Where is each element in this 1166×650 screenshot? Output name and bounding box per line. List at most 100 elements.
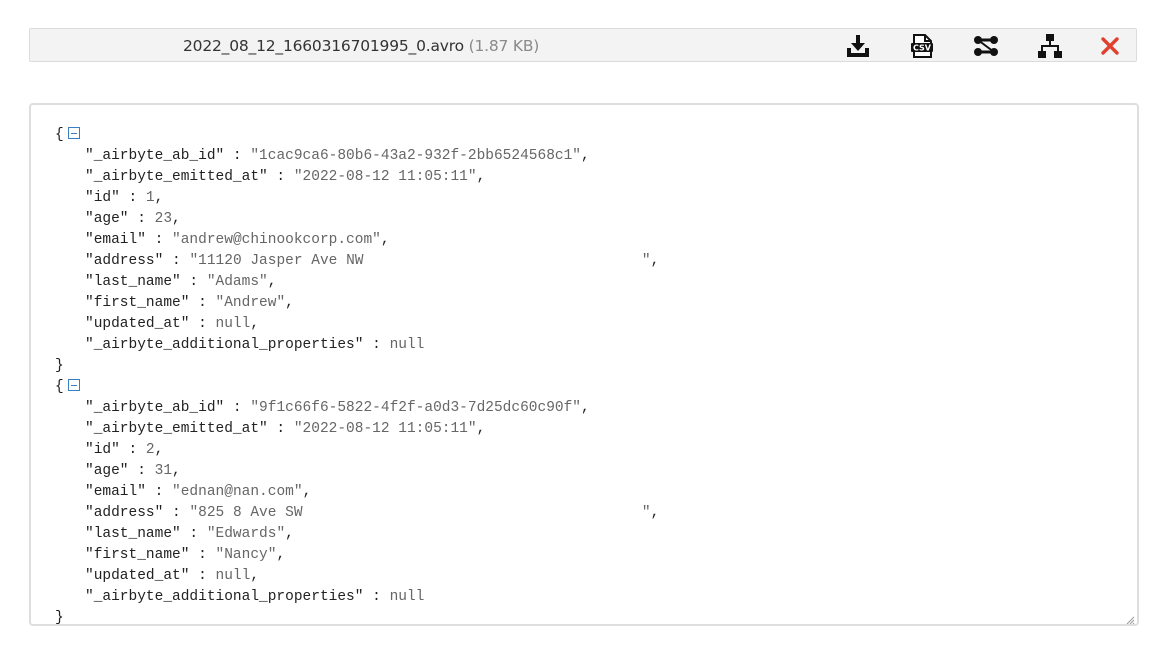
field-comma: , [276,547,286,563]
field-key: "first_name" [85,295,190,311]
open-brace: { [55,127,64,143]
json-field-row: "updated_at" : null, [55,314,659,335]
field-value: "Adams" [206,274,268,290]
field-value: "Nancy" [215,547,277,563]
json-field-row: "age" : 31, [55,461,659,482]
field-separator: : [145,232,173,248]
json-field-row: "first_name" : "Andrew", [55,293,659,314]
json-field-row: "email" : "andrew@chinookcorp.com", [55,230,659,251]
field-comma: , [650,253,660,269]
field-key: "id" [85,442,120,458]
export-csv-button[interactable]: CSV [908,32,936,60]
file-header-bar: 2022_08_12_1660316701995_0.avro (1.87 KB… [29,28,1137,62]
field-separator: : [119,190,146,206]
json-field-row: "id" : 2, [55,440,659,461]
field-value: "2022-08-12 11:05:11" [293,169,477,185]
file-size: (1.87 KB) [468,37,540,55]
field-comma: , [154,190,164,206]
field-key: "_airbyte_ab_id" [85,148,225,164]
field-separator: : [189,316,216,332]
close-brace: } [55,610,64,626]
json-field-row: "address" : "825 8 Ave SW ", [55,503,659,524]
field-key: "address" [85,505,164,521]
field-value: null [389,589,425,605]
field-value: "Edwards" [206,526,286,542]
field-separator: : [128,211,155,227]
field-comma: , [250,316,260,332]
field-separator: : [145,484,173,500]
json-field-row: "last_name" : "Edwards", [55,524,659,545]
field-value: 2 [145,442,155,458]
json-field-row: "address" : "11120 Jasper Ave NW ", [55,251,659,272]
tree-icon [1037,33,1063,59]
json-viewer[interactable]: {"_airbyte_ab_id" : "1cac9ca6-80b6-43a2-… [29,103,1139,626]
field-key: "updated_at" [85,316,190,332]
field-key: "last_name" [85,274,181,290]
field-separator: : [119,442,146,458]
field-comma: , [581,400,590,416]
record-open-line: { [55,125,659,146]
field-separator: : [180,526,207,542]
collapse-toggle-icon[interactable] [67,127,80,139]
collapse-toggle-icon[interactable] [67,379,80,391]
field-key: "_airbyte_additional_properties" [85,337,364,353]
download-icon [845,33,871,59]
field-separator: : [224,148,251,164]
field-key: "first_name" [85,547,190,563]
field-comma: , [302,484,312,500]
field-value: "2022-08-12 11:05:11" [293,421,477,437]
field-key: "age" [85,463,129,479]
field-separator: : [363,337,390,353]
json-field-row: "age" : 23, [55,209,659,230]
json-field-row: "email" : "ednan@nan.com", [55,482,659,503]
field-value: null [215,316,251,332]
json-field-row: "_airbyte_additional_properties" : null [55,335,659,356]
field-value: "11120 Jasper Ave NW " [189,253,651,269]
field-value: "andrew@chinookcorp.com" [172,232,381,248]
field-separator: : [163,253,190,269]
field-value: "ednan@nan.com" [172,484,303,500]
field-key: "address" [85,253,164,269]
field-key: "last_name" [85,526,181,542]
tree-view-button[interactable] [1036,32,1064,60]
field-comma: , [285,295,294,311]
field-key: "_airbyte_emitted_at" [85,169,268,185]
json-field-row: "_airbyte_ab_id" : "9f1c66f6-5822-4f2f-a… [55,398,659,419]
field-separator: : [189,295,216,311]
resize-handle-icon[interactable] [1125,612,1135,624]
field-comma: , [650,505,660,521]
download-button[interactable] [844,32,872,60]
file-title: 2022_08_12_1660316701995_0.avro (1.87 KB… [183,37,539,55]
field-value: 1 [145,190,155,206]
field-value: 31 [154,463,173,479]
field-key: "_airbyte_ab_id" [85,400,225,416]
field-key: "_airbyte_emitted_at" [85,421,268,437]
graph-view-button[interactable] [972,32,1000,60]
field-value: "Andrew" [215,295,286,311]
close-icon [1099,35,1121,57]
field-value: "9f1c66f6-5822-4f2f-a0d3-7d25dc60c90f" [250,400,581,416]
record-close-line: } [55,356,659,377]
field-separator: : [224,400,251,416]
field-separator: : [267,421,294,437]
field-key: "id" [85,190,120,206]
field-comma: , [267,274,277,290]
graph-icon [972,33,1000,59]
field-separator: : [180,274,207,290]
field-comma: , [581,148,590,164]
json-field-row: "updated_at" : null, [55,566,659,587]
field-separator: : [189,547,216,563]
json-content: {"_airbyte_ab_id" : "1cac9ca6-80b6-43a2-… [55,125,659,626]
close-button[interactable] [1096,32,1124,60]
field-separator: : [363,589,390,605]
field-value: "825 8 Ave SW " [189,505,651,521]
field-value: null [389,337,425,353]
json-field-row: "_airbyte_additional_properties" : null [55,587,659,608]
field-comma: , [476,169,486,185]
json-field-row: "first_name" : "Nancy", [55,545,659,566]
field-key: "email" [85,484,146,500]
field-comma: , [285,526,294,542]
field-comma: , [250,568,260,584]
json-field-row: "id" : 1, [55,188,659,209]
field-separator: : [128,463,155,479]
